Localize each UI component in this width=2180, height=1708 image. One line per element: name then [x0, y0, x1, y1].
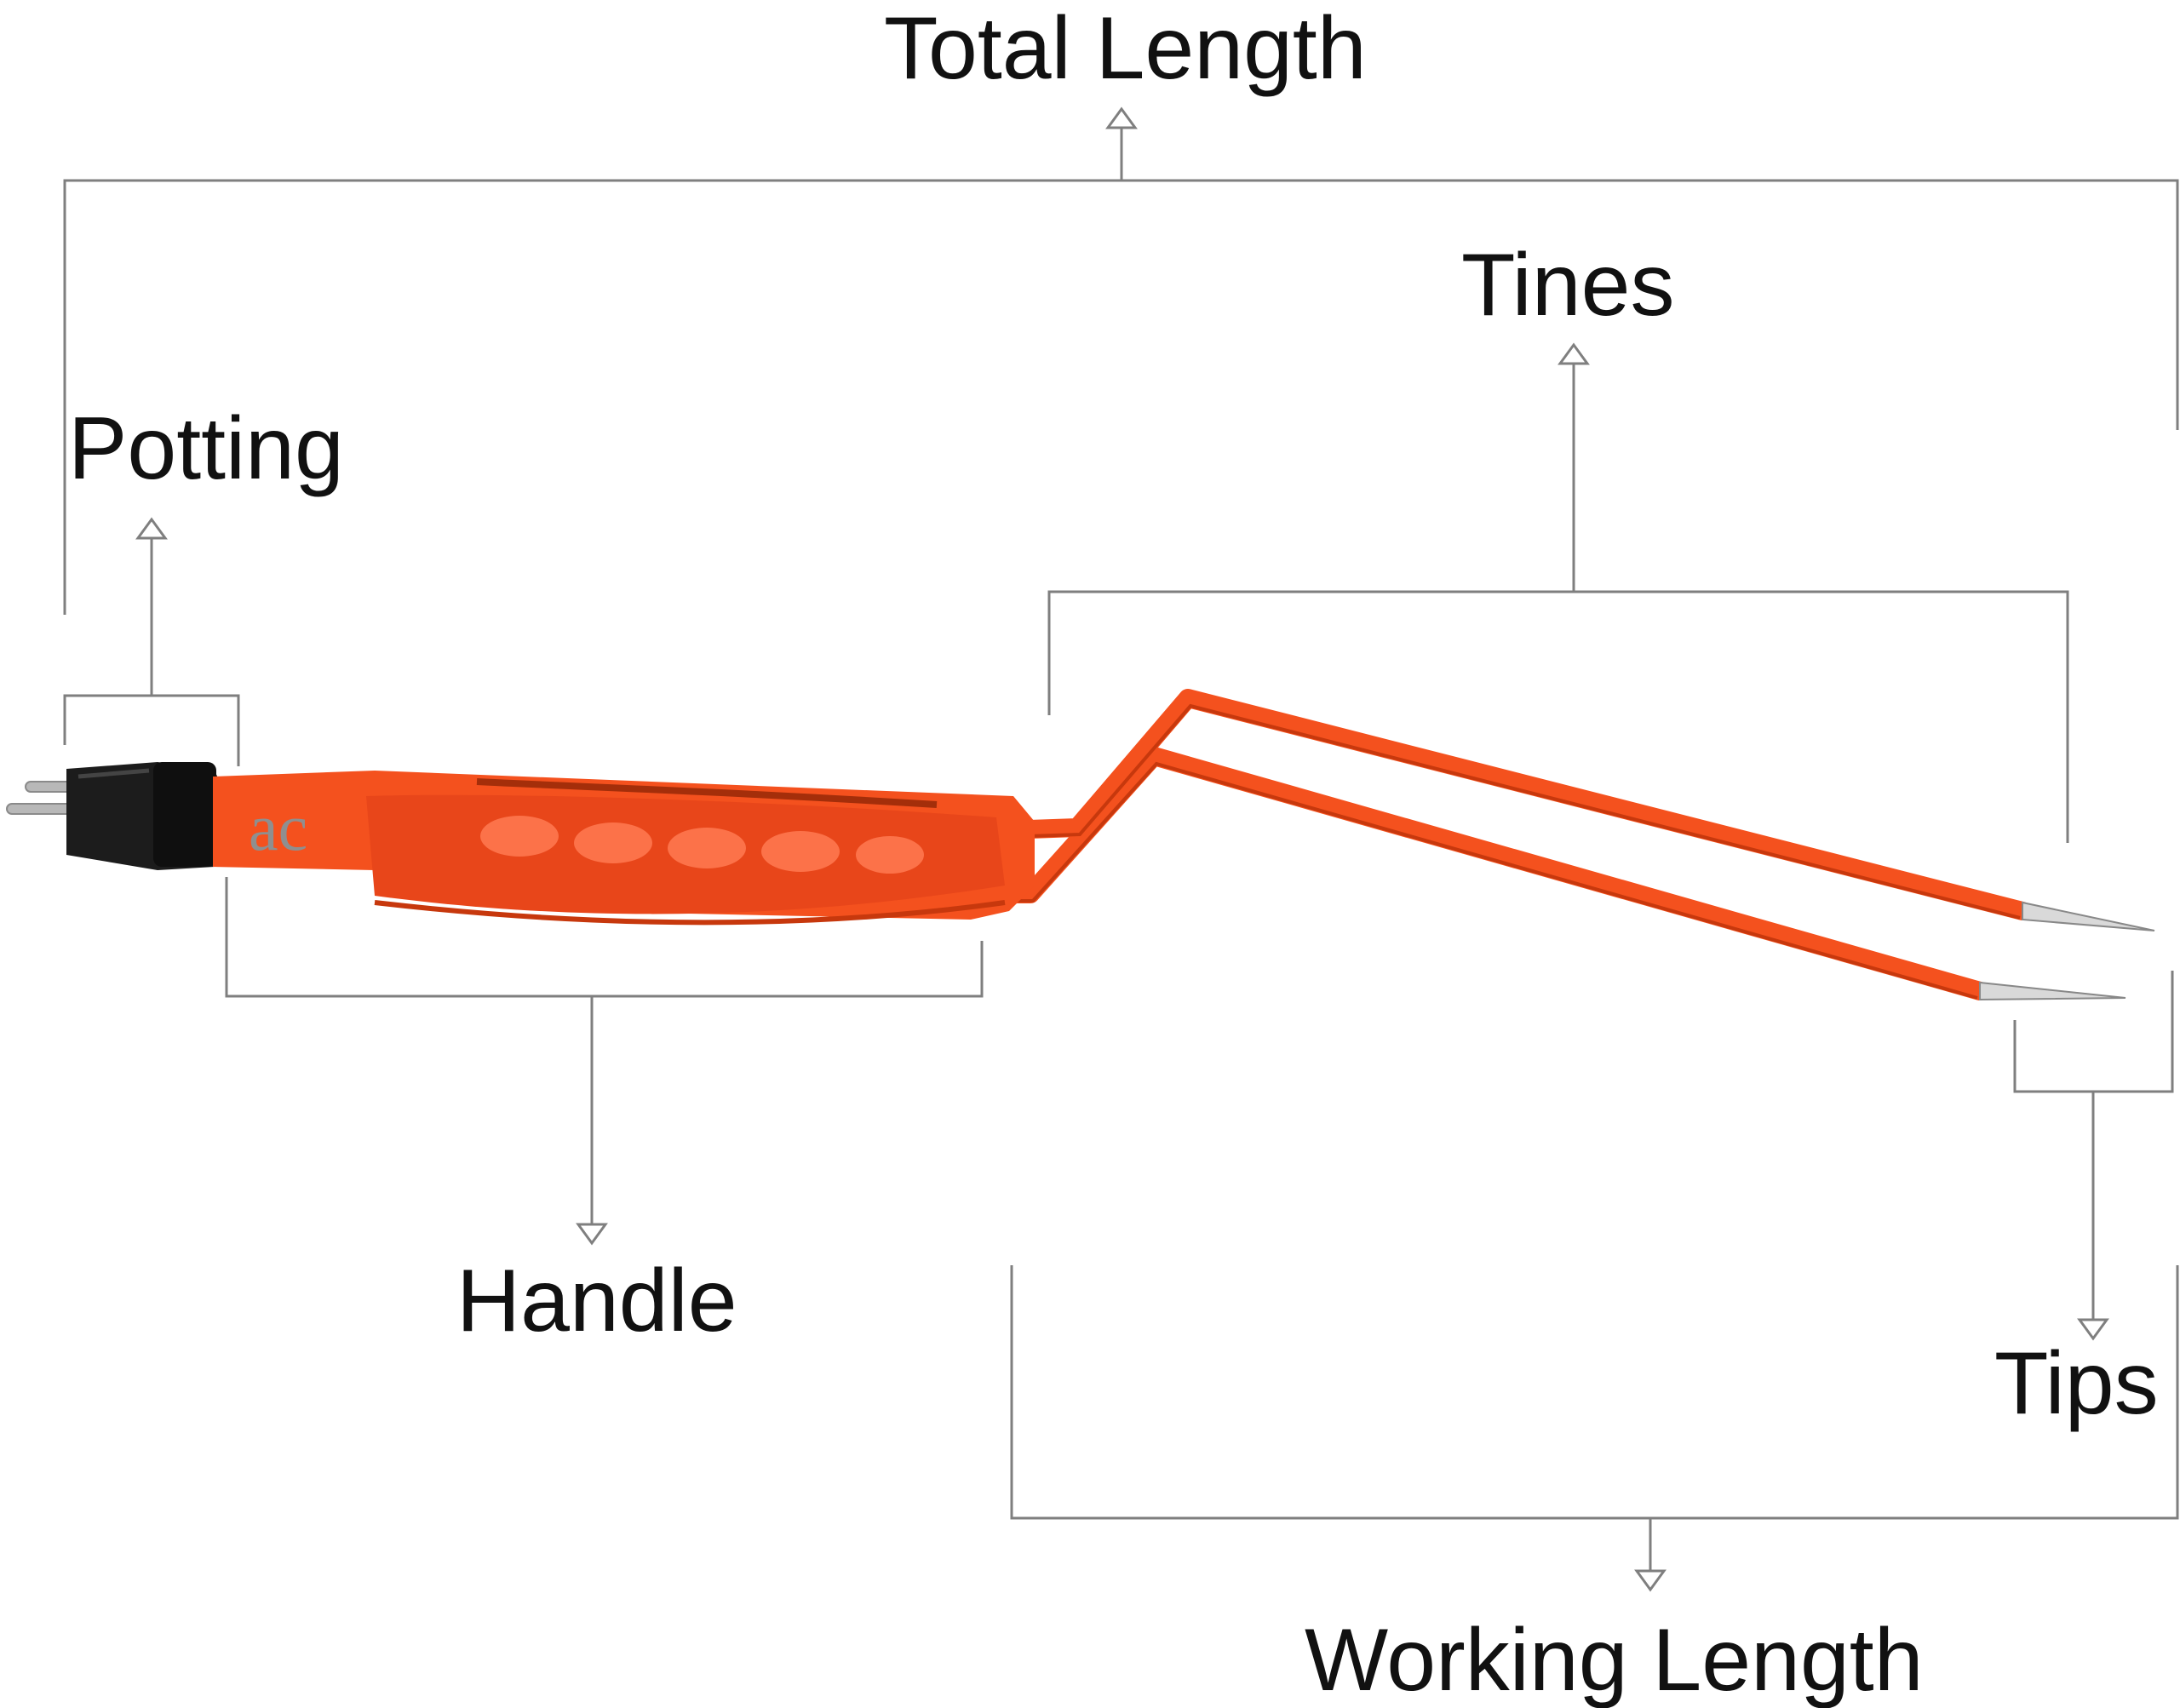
potting-label: Potting — [68, 399, 344, 498]
handle-label: Handle — [456, 1252, 737, 1350]
potting-bracket — [63, 694, 240, 766]
upper-tine — [995, 689, 2032, 920]
potting-block — [66, 762, 228, 870]
bipolar-forceps-illustration: ac — [6, 689, 2155, 1001]
total-length-callout: Total Length — [63, 0, 2179, 615]
up-arrow-icon — [135, 517, 168, 540]
working-length-bracket — [1010, 1265, 2179, 1520]
handle-body — [213, 771, 1035, 926]
down-arrow-icon — [1634, 1569, 1667, 1592]
potting-callout: Potting — [63, 399, 344, 766]
connector-pins — [6, 781, 77, 815]
metal-tips — [1979, 901, 2155, 1001]
tips-callout: Tips — [1994, 971, 2174, 1433]
total-length-bracket — [63, 179, 2179, 615]
total-length-label: Total Length — [884, 0, 1367, 98]
down-arrow-icon — [576, 1223, 608, 1246]
up-arrow-icon — [1558, 342, 1590, 365]
handle-callout: Handle — [225, 877, 984, 1350]
working-length-label: Working Length — [1305, 1611, 1924, 1708]
working-length-callout: Working Length — [1010, 1265, 2179, 1708]
tips-label: Tips — [1994, 1334, 2159, 1433]
down-arrow-icon — [2077, 1318, 2109, 1341]
tines-bracket — [1047, 590, 2069, 843]
handle-bracket — [225, 877, 984, 998]
up-arrow-icon — [1105, 106, 1138, 129]
tines-label: Tines — [1461, 236, 1674, 335]
tines-callout: Tines — [1047, 236, 2069, 843]
logo-mark: ac — [249, 790, 307, 864]
